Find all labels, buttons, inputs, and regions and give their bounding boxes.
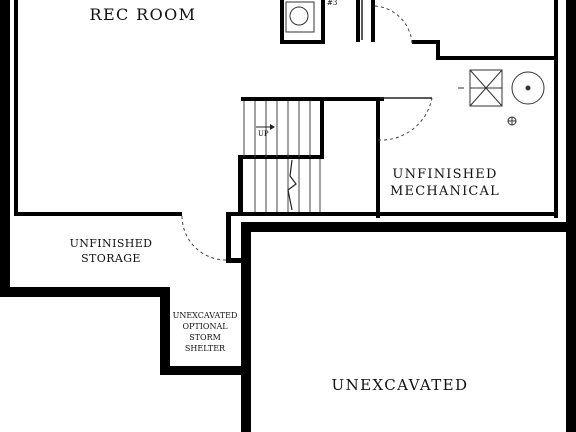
storage-label-line1: UNFINISHED: [70, 237, 153, 250]
shelter-left-wall: [160, 287, 170, 375]
mech-top-wall-stub: [412, 40, 440, 44]
mechanical-label-line1: UNFINISHED: [392, 167, 497, 182]
stair-divider-wall: [320, 97, 324, 157]
rec-room-bottom-wall: [14, 212, 182, 216]
unexcavated-top-wall: [241, 222, 576, 232]
shelter-bottom-wall: [160, 366, 250, 375]
stair-up-label: UP: [258, 130, 269, 138]
shelter-label-line1: UNEXCAVATED: [173, 311, 238, 320]
storage-right-wall: [226, 212, 231, 262]
upper-closet-bottom-wall: [280, 40, 325, 44]
interior-walls: [14, 0, 558, 263]
water-heater-icon: [511, 71, 545, 105]
mech-bottom-wall: [230, 212, 558, 216]
shelter-label-line2: OPTIONAL: [182, 322, 228, 331]
furnace-icon: [469, 69, 503, 107]
upper-closet-right-wall: [321, 0, 325, 44]
door-jamb-left: [356, 0, 360, 42]
mechanical-door-swing: [377, 97, 433, 141]
stair-break-mark: [287, 159, 297, 211]
doors: [181, 5, 433, 261]
utility-fixture-icon: [285, 1, 315, 33]
storage-label-line2: STORAGE: [81, 252, 141, 265]
top-marker: #3: [327, 0, 337, 7]
upper-closet-left-wall: [280, 0, 284, 44]
stair-top-wall: [241, 97, 384, 101]
mechanical-label-line2: MECHANICAL: [390, 184, 500, 199]
storage-bottom-right: [226, 258, 245, 263]
stair-landing-wall: [238, 155, 324, 159]
unexcavated-left-wall: [241, 222, 251, 432]
staircase: [243, 101, 321, 212]
stair-arrow-icon: [256, 124, 275, 130]
hall-door-swing: [374, 5, 413, 45]
storage-door-swing: [181, 215, 227, 261]
mech-inner-right-wall: [554, 0, 558, 218]
mech-top-wall: [436, 56, 558, 60]
unexcavated-label: UNEXCAVATED: [332, 376, 469, 394]
rec-room-label: REC ROOM: [90, 5, 197, 24]
rec-room-left-wall: [14, 0, 18, 216]
shelter-label-line3: STORM: [189, 333, 221, 342]
mech-left-wall: [376, 98, 380, 218]
door-jamb-right: [371, 0, 375, 42]
floor-drain-icon: [507, 116, 517, 126]
left-exterior-wall: [0, 0, 10, 297]
mech-notch-wall: [436, 40, 440, 60]
shelter-label-line4: SHELTER: [185, 344, 226, 353]
bottom-left-wall: [0, 287, 170, 297]
right-exterior-wall: [566, 0, 576, 432]
stair-left-wall: [238, 157, 243, 216]
